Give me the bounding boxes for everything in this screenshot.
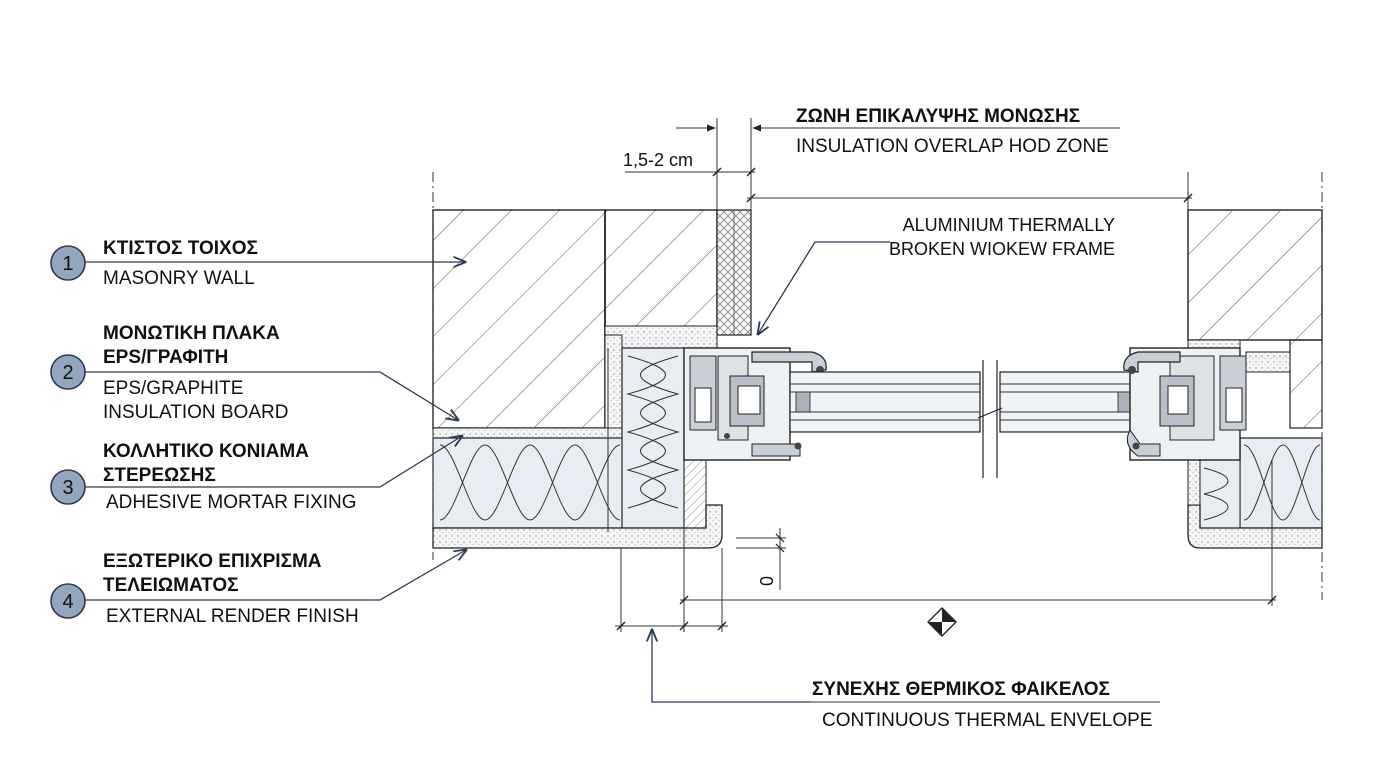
badge-4: [50, 583, 86, 619]
overlap-zone-greek: ΖΩΝΗ ΕΠΙΚΑΛΥΨΗΣ ΜΟΝΩΣΗΣ: [796, 106, 1080, 127]
badge-1: [50, 245, 86, 281]
legend-2-english-line2: INSULATION BOARD: [103, 402, 288, 423]
legend-3-greek-line1: ΚΟΛΛΗΤΙΚΟ ΚΟΝΙΑΜΑ: [103, 441, 309, 462]
legend-item-1: 1 ΚΤΙΣΤΟΣ ΤΟΙΧΟΣ MASONRY WALL: [50, 238, 258, 289]
reveal-mortar: [604, 325, 718, 429]
legend-4-greek-line2: ΤΕΛΕΙΩΜΑΤΟΣ: [103, 575, 239, 596]
badge-1-number: 1: [62, 253, 73, 275]
badge-3: [50, 469, 86, 505]
legend-1-greek: ΚΤΙΣΤΟΣ ΤΟΙΧΟΣ: [103, 238, 258, 259]
legend-3-greek-line2: ΣΤΕΡΕΩΣΗΣ: [103, 465, 216, 486]
leader-lines: [84, 127, 1160, 703]
legend-2-english-line1: EPS/GRAPHITE: [103, 378, 243, 399]
glazing-unit: [789, 360, 1133, 478]
legend-4-greek-line1: ΕΞΩΤΕΡΙΚΟ ΕΠΙΧΡΙΣΜΑ: [103, 551, 322, 572]
overlap-zone-english: INSULATION OVERLAP HOD ZONE: [796, 136, 1109, 157]
legend-4-english: EXTERNAL RENDER FINISH: [106, 606, 359, 627]
legend-item-4: 4 ΕΞΩΤΕΡΙΚΟ ΕΠΙΧΡΙΣΜΑ ΤΕΛΕΙΩΜΑΤΟΣ EXTERN…: [50, 551, 359, 627]
legend-2-greek-line2: EPS/ΓΡΑΦΙΤΗ: [103, 347, 228, 368]
legend-item-3: 3 ΚΟΛΛΗΤΙΚΟ ΚΟΝΙΑΜΑ ΣΤΕΡΕΩΣΗΣ ADHESIVE M…: [50, 441, 357, 513]
extension-lines: [432, 118, 1323, 632]
aluminium-frame-right: [1123, 347, 1291, 461]
thermal-envelope-greek: ΣΥΝΕΧΗΣ ΘΕΡΜΙΚΟΣ ΦΑΙΚΕΛΟΣ: [812, 679, 1110, 700]
thermal-envelope-english: CONTINUOUS THERMAL ENVELOPE: [822, 710, 1152, 731]
frame-label-line2: BROKEN WIOKEW FRAME: [889, 239, 1115, 259]
legend-1-english: MASONRY WALL: [103, 268, 255, 289]
frame-label-line1: ALUMINIUM THERMALLY: [903, 215, 1115, 235]
legend-item-2: 2 ΜΟΝΩΤΙΚΗ ΠΛΑΚΑ EPS/ΓΡΑΦΙΤΗ EPS/GRAPHIT…: [50, 323, 288, 423]
render-finish-left: [432, 348, 723, 549]
eps-insulation-right: [1199, 437, 1323, 529]
badge-3-number: 3: [62, 477, 73, 499]
zero-label: 0: [757, 576, 777, 586]
eps-insulation-left: [432, 437, 624, 529]
aluminium-frame-left: [683, 347, 827, 461]
badge-4-number: 4: [62, 591, 73, 613]
overlap-insulation-strip: [716, 209, 752, 336]
dimension-lines: [615, 124, 1277, 631]
legend-3-english: ADHESIVE MORTAR FIXING: [106, 492, 357, 513]
legend-2-greek-line1: ΜΟΝΩΤΙΚΗ ΠΛΑΚΑ: [103, 323, 280, 344]
badge-2-number: 2: [62, 362, 73, 384]
dimension-label: 1,5-2 cm: [623, 150, 693, 170]
break-symbol-icon: [927, 607, 957, 637]
masonry-wall-left: [432, 209, 718, 429]
badge-2: [50, 354, 86, 390]
